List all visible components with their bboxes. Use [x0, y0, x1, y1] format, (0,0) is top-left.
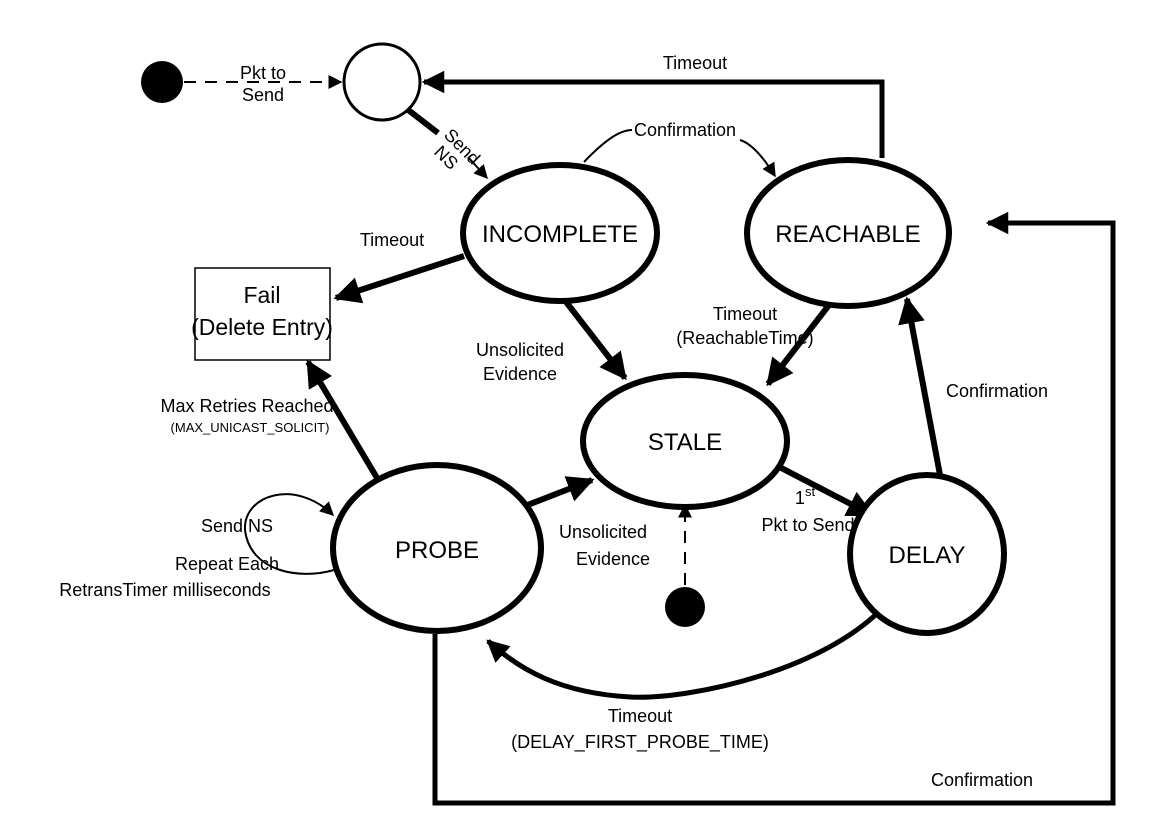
label-unsolicited-evidence-1-line2: Evidence — [483, 364, 557, 384]
label-timeout-incomplete-fail: Timeout — [360, 230, 424, 250]
label-timeout-delay-probe-line1: Timeout — [608, 706, 672, 726]
edge-reachable-stale — [765, 303, 832, 387]
start-state — [342, 42, 422, 122]
label-first-pkt-number: 1st — [795, 484, 816, 508]
state-incomplete — [460, 162, 660, 304]
edge-send-ns — [467, 156, 488, 180]
state-reachable-label: REACHABLE — [775, 221, 920, 248]
edge-confirmation-arrow — [739, 139, 776, 178]
edge-confirmation-arc — [583, 129, 633, 163]
label-pkt-to-send-line1: Pkt to — [240, 63, 286, 83]
edge-probe-self-loop — [243, 493, 335, 575]
label-unsolicited-evidence-2-line1: Unsolicited — [559, 522, 647, 542]
label-unsolicited-evidence-1-line1: Unsolicited — [476, 340, 564, 360]
edge-probe-fail — [305, 359, 386, 490]
label-timeout-top: Timeout — [663, 53, 727, 73]
label-confirmation-bottom: Confirmation — [931, 770, 1033, 790]
label-timeout-reachable-stale-line1: Timeout — [713, 304, 777, 324]
initial-dot-top — [141, 61, 183, 103]
state-delay-label: DELAY — [889, 542, 966, 569]
edge-incomplete-fail — [333, 253, 465, 304]
fail-box-title: Fail — [243, 282, 280, 308]
state-delay — [847, 472, 1007, 636]
state-probe-label: PROBE — [395, 537, 479, 564]
state-stale — [580, 372, 790, 510]
label-repeat-line1: Repeat Each — [175, 554, 279, 574]
fail-box-subtitle: (Delete Entry) — [191, 314, 333, 340]
label-confirmation-top: Confirmation — [634, 120, 736, 140]
state-probe — [330, 462, 544, 634]
label-confirmation-delay-reachable: Confirmation — [946, 381, 1048, 401]
label-first-pkt-line2: Pkt to Send — [761, 515, 854, 535]
edge-incomplete-stale — [560, 296, 628, 381]
fail-box — [194, 267, 331, 361]
state-stale-label: STALE — [648, 429, 722, 456]
edge-delay-probe — [486, 599, 891, 700]
initial-dot-bottom — [665, 587, 705, 627]
label-max-retries-line1: Max Retries Reached — [160, 396, 333, 416]
state-reachable — [744, 157, 952, 309]
edge-probe-reachable — [432, 211, 1116, 806]
label-send-ns-loop: Send NS — [201, 516, 273, 536]
edge-reachable-timeout — [421, 70, 885, 158]
label-pkt-to-send-line2: Send — [242, 85, 284, 105]
edge-send-ns-stub — [405, 106, 440, 136]
label-timeout-reachable-stale-line2: (ReachableTime) — [676, 328, 813, 348]
label-timeout-delay-probe-line2: (DELAY_FIRST_PROBE_TIME) — [511, 732, 769, 753]
edge-delay-reachable — [898, 296, 943, 476]
state-incomplete-label: INCOMPLETE — [482, 221, 638, 248]
label-max-retries-line2: (MAX_UNICAST_SOLICIT) — [171, 420, 330, 435]
label-repeat-line2: RetransTimer milliseconds — [59, 580, 270, 600]
label-unsolicited-evidence-2-line2: Evidence — [576, 549, 650, 569]
